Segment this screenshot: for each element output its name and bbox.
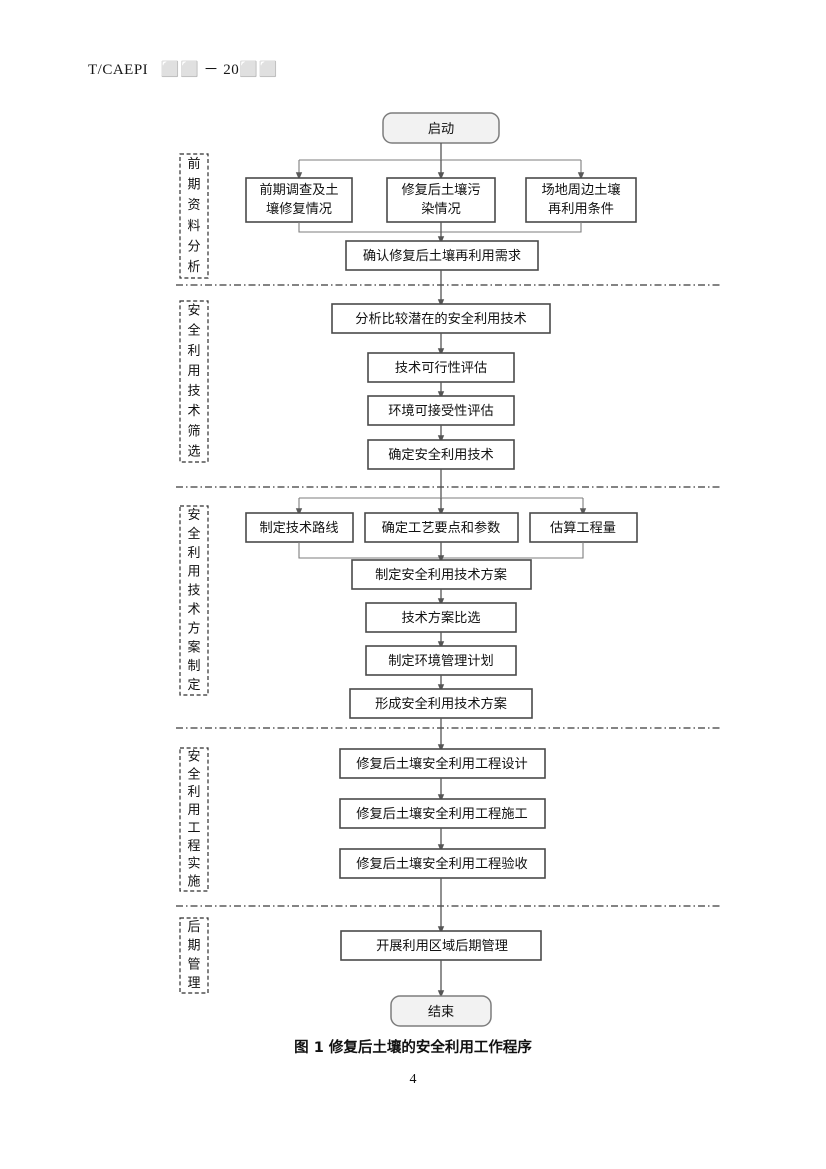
flow-node-n12-label: 制定安全利用技术方案 [375, 566, 507, 583]
flow-node-n12[interactable]: 制定安全利用技术方案 [351, 559, 532, 590]
section-label-char: 后 [187, 920, 200, 935]
flow-node-n03-label-line2: 再利用条件 [548, 200, 614, 217]
section-label-s5: 后期管理 [179, 917, 209, 994]
section-label-char: 案 [187, 640, 200, 655]
flow-node-n17-label: 修复后土壤安全利用工程施工 [356, 805, 527, 822]
section-label-char: 选 [187, 444, 200, 459]
flow-node-n09[interactable]: 制定技术路线 [245, 512, 354, 543]
page-number: 4 [409, 1072, 417, 1087]
flow-node-n08-label: 确定安全利用技术 [388, 446, 494, 463]
page-header: T/CAEPI ⬜⬜ － 20⬜⬜ [88, 62, 278, 78]
flow-node-n07-label: 环境可接受性评估 [388, 402, 494, 419]
flow-node-n01[interactable]: 前期调查及土 壤修复情况 [245, 177, 353, 223]
flow-node-n02-label-line1: 修复后土壤污 [401, 181, 480, 198]
section-label-char: 期 [187, 178, 200, 193]
section-label-char: 全 [187, 526, 200, 542]
section-label-char: 安 [187, 304, 200, 319]
flow-node-n18-label: 修复后土壤安全利用工程验收 [356, 855, 527, 872]
section-label-char: 程 [187, 839, 200, 854]
section-label-char: 用 [187, 364, 200, 379]
flow-node-n02[interactable]: 修复后土壤污 染情况 [386, 177, 496, 223]
flow-node-n05-label: 分析比较潜在的安全利用技术 [355, 310, 526, 327]
flow-node-n13-label: 技术方案比选 [401, 610, 480, 626]
section-label-char: 技 [187, 584, 200, 599]
section-label-char: 定 [187, 678, 200, 693]
section-label-char: 实 [187, 857, 200, 872]
connector-merge-row1 [298, 222, 582, 233]
section-label-char: 安 [187, 508, 200, 523]
section-label-char: 筛 [187, 424, 200, 439]
flow-node-n11[interactable]: 估算工程量 [529, 512, 638, 543]
flow-node-n18[interactable]: 修复后土壤安全利用工程验收 [339, 848, 546, 879]
flow-node-n16[interactable]: 修复后土壤安全利用工程设计 [339, 748, 546, 779]
flow-node-end[interactable]: 结束 [390, 995, 492, 1027]
flow-node-n06[interactable]: 技术可行性评估 [367, 352, 515, 383]
flow-node-n15[interactable]: 形成安全利用技术方案 [349, 688, 533, 719]
flow-node-n19[interactable]: 开展利用区域后期管理 [340, 930, 542, 961]
flow-node-end-label: 结束 [428, 1004, 454, 1020]
section-label-char: 全 [187, 323, 200, 339]
flow-node-n04-label: 确认修复后土壤再利用需求 [363, 247, 521, 264]
flow-node-n08[interactable]: 确定安全利用技术 [367, 439, 515, 470]
section-label-char: 施 [187, 875, 200, 890]
section-label-char: 制 [187, 659, 200, 674]
flow-node-n03[interactable]: 场地周边土壤 再利用条件 [525, 177, 637, 223]
section-label-char: 利 [187, 546, 200, 561]
flow-node-n16-label: 修复后土壤安全利用工程设计 [356, 755, 527, 772]
section-label-char: 期 [187, 939, 200, 954]
section-label-char: 术 [187, 404, 200, 419]
section-label-char: 利 [187, 344, 200, 359]
section-label-char: 分 [187, 240, 200, 255]
flow-node-n10-label: 确定工艺要点和参数 [382, 519, 501, 536]
section-label-char: 技 [187, 384, 200, 399]
flow-node-n05[interactable]: 分析比较潜在的安全利用技术 [331, 303, 551, 334]
section-label-char: 理 [187, 976, 200, 991]
flow-node-n11-label: 估算工程量 [550, 520, 616, 536]
section-label-char: 利 [187, 785, 200, 800]
flow-node-n15-label: 形成安全利用技术方案 [375, 695, 507, 712]
section-label-char: 析 [187, 260, 200, 275]
flow-node-n03-label-line1: 场地周边土壤 [541, 181, 620, 198]
flow-node-n19-label: 开展利用区域后期管理 [376, 938, 508, 954]
flow-node-start-label: 启动 [428, 121, 454, 137]
section-label-char: 用 [187, 565, 200, 580]
section-label-char: 安 [187, 749, 200, 764]
section-label-char: 方 [187, 620, 200, 636]
figure-caption: 图 1 修复后土壤的安全利用工作程序 [294, 1040, 532, 1056]
section-label-char: 资 [187, 198, 200, 213]
flow-node-n01-label-line1: 前期调查及土 [259, 181, 338, 198]
flow-node-n02-label-line2: 染情况 [421, 201, 461, 217]
section-label-char: 全 [187, 766, 200, 782]
section-label-char: 用 [187, 803, 200, 818]
flow-node-n14[interactable]: 制定环境管理计划 [365, 645, 517, 676]
flow-node-n10[interactable]: 确定工艺要点和参数 [364, 512, 519, 543]
section-label-char: 管 [187, 957, 200, 972]
flow-node-n14-label: 制定环境管理计划 [388, 653, 494, 669]
section-label-char: 料 [187, 219, 200, 234]
flow-node-n07[interactable]: 环境可接受性评估 [367, 395, 515, 426]
section-label-char: 工 [187, 821, 200, 836]
flow-node-n01-label-line2: 壤修复情况 [266, 200, 332, 217]
flow-node-n17[interactable]: 修复后土壤安全利用工程施工 [339, 798, 546, 829]
flow-node-n04[interactable]: 确认修复后土壤再利用需求 [345, 240, 539, 271]
flowchart-diagram: 启动 前期调查及土 壤修复情况 修复后土壤污 染情况 场地周边土壤 再利用条件 [176, 112, 722, 1027]
section-label-char: 术 [187, 602, 200, 617]
flow-node-n13[interactable]: 技术方案比选 [365, 602, 517, 633]
flow-node-n09-label: 制定技术路线 [259, 520, 338, 536]
flow-node-n06-label: 技术可行性评估 [395, 360, 487, 376]
section-label-char: 前 [187, 156, 200, 172]
flow-node-start[interactable]: 启动 [382, 112, 500, 144]
